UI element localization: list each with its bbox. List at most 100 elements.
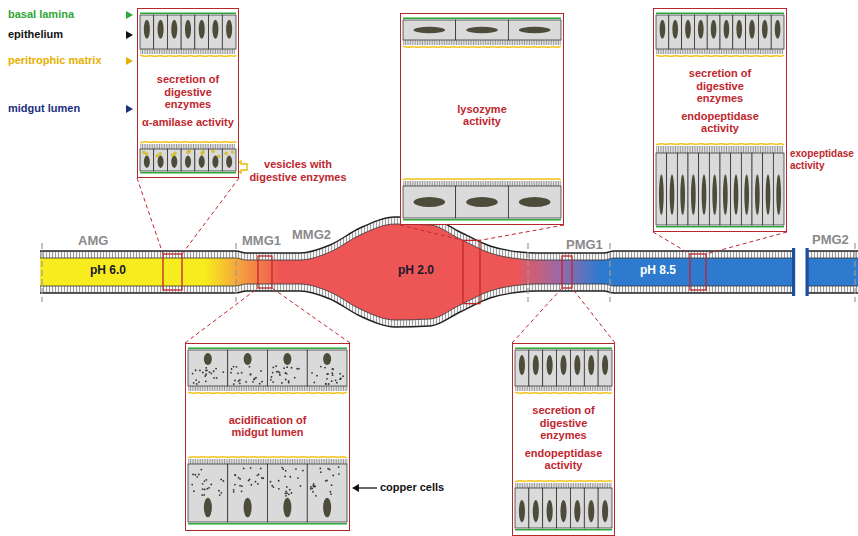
microvilli xyxy=(660,146,661,153)
epithelial-cell xyxy=(694,15,707,49)
microvilli xyxy=(289,459,290,464)
microvilli xyxy=(345,459,346,464)
epithelial-cell xyxy=(268,350,308,386)
copper-granule xyxy=(313,486,315,488)
microvilli xyxy=(563,483,564,488)
copper-granule xyxy=(209,371,211,373)
microvilli xyxy=(178,144,179,149)
copper-granule xyxy=(294,377,296,379)
microvilli xyxy=(561,483,562,488)
cell-nucleus xyxy=(749,20,755,39)
label-anchor: MMG1 xyxy=(242,234,281,249)
microvilli xyxy=(592,386,593,391)
microvilli xyxy=(437,181,438,186)
cell-nucleus xyxy=(323,498,331,518)
microvilli xyxy=(487,181,488,186)
copper-granule xyxy=(260,370,262,372)
microvilli xyxy=(602,386,603,391)
microvilli xyxy=(212,49,213,54)
microvilli xyxy=(451,40,452,45)
microvilli xyxy=(667,146,668,153)
epithelial-cell xyxy=(195,15,209,49)
microvilli xyxy=(414,181,415,186)
microvilli xyxy=(777,49,778,54)
epithelial-cell xyxy=(222,149,236,171)
microvilli xyxy=(706,146,707,153)
inset-drawing xyxy=(137,8,239,178)
microvilli xyxy=(212,144,213,149)
copper-granule xyxy=(284,493,286,495)
copper-granule xyxy=(205,380,207,382)
copper-granule xyxy=(241,372,243,374)
microvilli xyxy=(439,181,440,186)
microvilli xyxy=(248,459,249,464)
epithelial-cell xyxy=(557,488,571,528)
zoom-leader xyxy=(182,178,239,254)
microvilli xyxy=(692,49,693,54)
cell-nucleus xyxy=(574,500,580,522)
microvilli xyxy=(536,386,537,391)
microvilli xyxy=(212,459,213,464)
microvilli xyxy=(758,146,759,153)
microvilli xyxy=(583,386,584,391)
microvilli xyxy=(205,144,206,149)
microvilli xyxy=(678,146,679,153)
basal-lamina xyxy=(515,529,612,531)
microvilli xyxy=(207,144,208,149)
microvilli xyxy=(152,49,153,54)
copper-granule xyxy=(205,369,207,371)
microvilli xyxy=(685,146,686,153)
microvilli xyxy=(343,386,344,391)
microvilli xyxy=(527,40,528,45)
microvilli xyxy=(414,40,415,45)
cell-nucleus xyxy=(226,20,232,39)
microvilli xyxy=(485,40,486,45)
microvilli xyxy=(195,144,196,149)
microvilli xyxy=(156,49,157,54)
cell-nucleus xyxy=(158,156,164,168)
microvilli xyxy=(752,146,753,153)
microvilli xyxy=(329,459,330,464)
microvilli xyxy=(500,40,501,45)
microvilli xyxy=(448,40,449,45)
copper-granule xyxy=(257,483,259,485)
microvilli xyxy=(551,181,552,186)
label-anchor: vesicles with digestive enzymes xyxy=(246,158,350,183)
microvilli xyxy=(539,181,540,186)
microvilli xyxy=(600,386,601,391)
microvilli xyxy=(570,386,571,391)
microvilli xyxy=(186,49,187,54)
copper-granule xyxy=(340,378,342,380)
epithelial-cell xyxy=(268,464,308,522)
label-anchor: pH 8.5 xyxy=(640,264,676,278)
microvilli xyxy=(529,181,530,186)
cell-nucleus xyxy=(547,355,553,375)
microvilli xyxy=(772,146,773,153)
microvilli xyxy=(203,144,204,149)
microvilli xyxy=(483,40,484,45)
copper-granule xyxy=(208,487,210,489)
microvilli xyxy=(147,144,148,149)
epithelial-cell xyxy=(720,153,731,225)
zoom-leader xyxy=(572,288,615,343)
microvilli xyxy=(234,386,235,391)
copper-granule xyxy=(279,372,281,374)
cell-nucleus xyxy=(204,353,212,365)
microvilli xyxy=(243,459,244,464)
epithelium-band xyxy=(656,13,784,56)
microvilli xyxy=(544,483,545,488)
inset-ground xyxy=(185,343,350,531)
copper-granule xyxy=(271,376,273,378)
microvilli xyxy=(176,144,177,149)
microvilli xyxy=(142,144,143,149)
microvilli xyxy=(195,459,196,464)
microvilli xyxy=(230,144,231,149)
microvilli xyxy=(295,386,296,391)
copper-granule xyxy=(236,366,238,368)
microvilli xyxy=(570,483,571,488)
cell-nucleus xyxy=(588,355,594,375)
microvilli xyxy=(524,181,525,186)
microvilli xyxy=(585,386,586,391)
tube-break xyxy=(792,248,795,296)
epithelial-cell xyxy=(529,350,543,386)
